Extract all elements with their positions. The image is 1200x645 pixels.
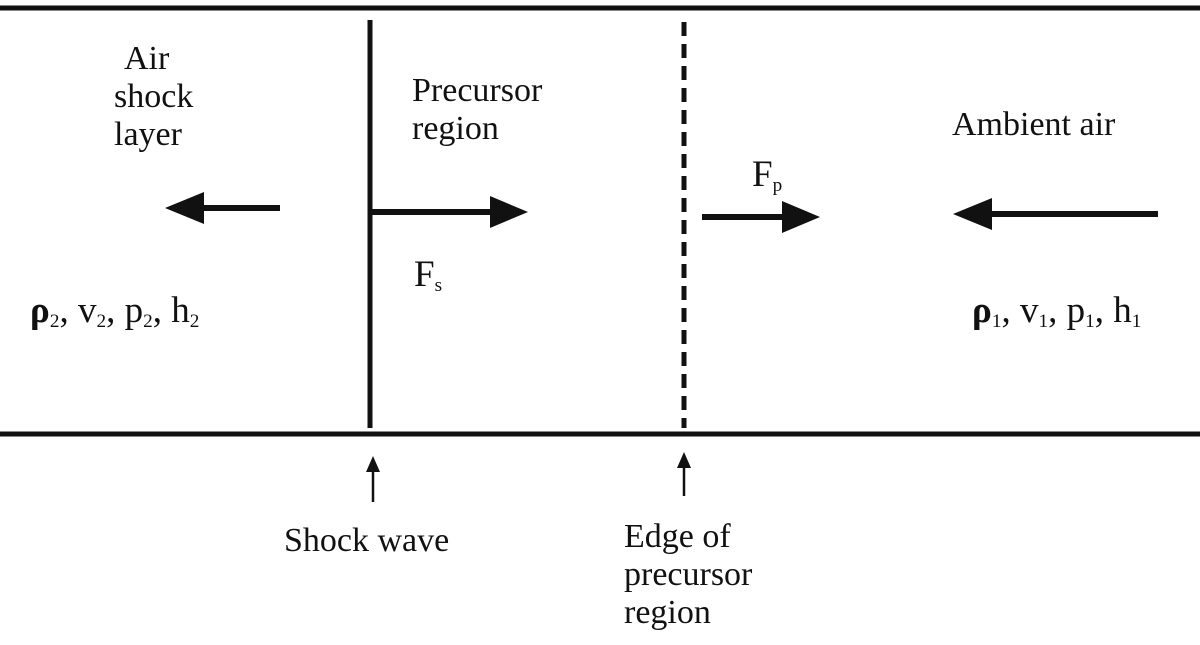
post-shock-flow-arrow	[165, 192, 280, 224]
fp-label: Fp	[752, 154, 783, 196]
ambient-flow-arrow	[953, 198, 1158, 230]
fs-arrow	[372, 196, 528, 228]
fp-arrow	[702, 201, 820, 233]
ambient-state-label: ρ1, v1, p1, h1	[972, 290, 1142, 332]
ambient-air-label: Ambient air	[952, 106, 1116, 143]
shock-wave-pointer-arrow	[366, 456, 380, 502]
post-shock-state-label: ρ2, v2, p2, h2	[30, 290, 200, 332]
precursor-edge-pointer-arrow	[677, 452, 691, 496]
precursor-region-label: Precursor region	[412, 72, 543, 147]
air-shock-layer-label: Air shock layer	[114, 40, 194, 153]
shock-wave-label: Shock wave	[284, 522, 450, 559]
fs-label: Fs	[414, 254, 443, 296]
precursor-edge-label: Edge of precursor region	[624, 518, 753, 631]
